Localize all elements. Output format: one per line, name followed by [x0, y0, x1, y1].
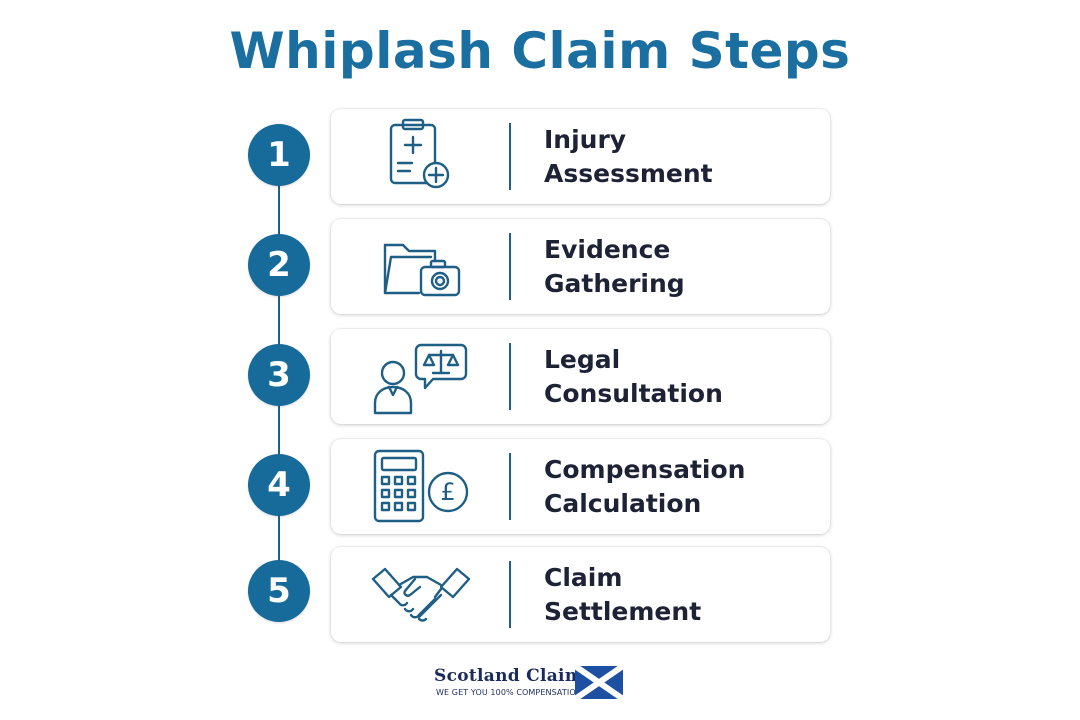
step-number-4: 4: [248, 454, 310, 516]
step-card-evidence-gathering: Evidence Gathering: [331, 219, 830, 314]
step-label-line2: Consultation: [544, 379, 723, 408]
lawyer-scales-icon: [371, 337, 471, 417]
handshake-icon: [371, 555, 471, 635]
card-divider: [509, 233, 511, 300]
step-label-line2: Settlement: [544, 597, 702, 626]
scotland-flag-icon: [573, 663, 625, 702]
step-label-line2: Gathering: [544, 269, 685, 298]
card-divider: [509, 561, 511, 628]
step-label: Evidence Gathering: [544, 233, 824, 301]
step-number-1: 1: [248, 124, 310, 186]
calculator-pound-icon: £: [371, 447, 471, 527]
brand-tagline: WE GET YOU 100% COMPENSATION!: [436, 688, 586, 697]
step-card-injury-assessment: Injury Assessment: [331, 109, 830, 204]
step-label-line1: Claim: [544, 563, 623, 592]
brand-footer: Scotland Claims WE GET YOU 100% COMPENSA…: [434, 663, 654, 704]
step-card-legal-consultation: Legal Consultation: [331, 329, 830, 424]
card-divider: [509, 123, 511, 190]
step-label-line1: Injury: [544, 125, 627, 154]
step-number-2: 2: [248, 234, 310, 296]
step-label-line2: Assessment: [544, 159, 713, 188]
svg-text:£: £: [440, 478, 455, 506]
step-card-compensation-calculation: £ Compensation Calculation: [331, 439, 830, 534]
card-divider: [509, 343, 511, 410]
step-label: Legal Consultation: [544, 343, 824, 411]
step-label: Claim Settlement: [544, 561, 824, 629]
brand-name: Scotland Claims: [434, 666, 593, 686]
page-title: Whiplash Claim Steps: [229, 22, 851, 80]
medical-clipboard-icon: [371, 117, 471, 197]
card-divider: [509, 453, 511, 520]
step-label: Compensation Calculation: [544, 453, 824, 521]
step-label: Injury Assessment: [544, 123, 824, 191]
step-number-5: 5: [248, 560, 310, 622]
folder-camera-icon: [371, 227, 471, 307]
step-label-line1: Legal: [544, 345, 621, 374]
step-card-claim-settlement: Claim Settlement: [331, 547, 830, 642]
step-number-3: 3: [248, 344, 310, 406]
step-label-line2: Calculation: [544, 489, 702, 518]
step-label-line1: Compensation: [544, 455, 746, 484]
step-label-line1: Evidence: [544, 235, 671, 264]
